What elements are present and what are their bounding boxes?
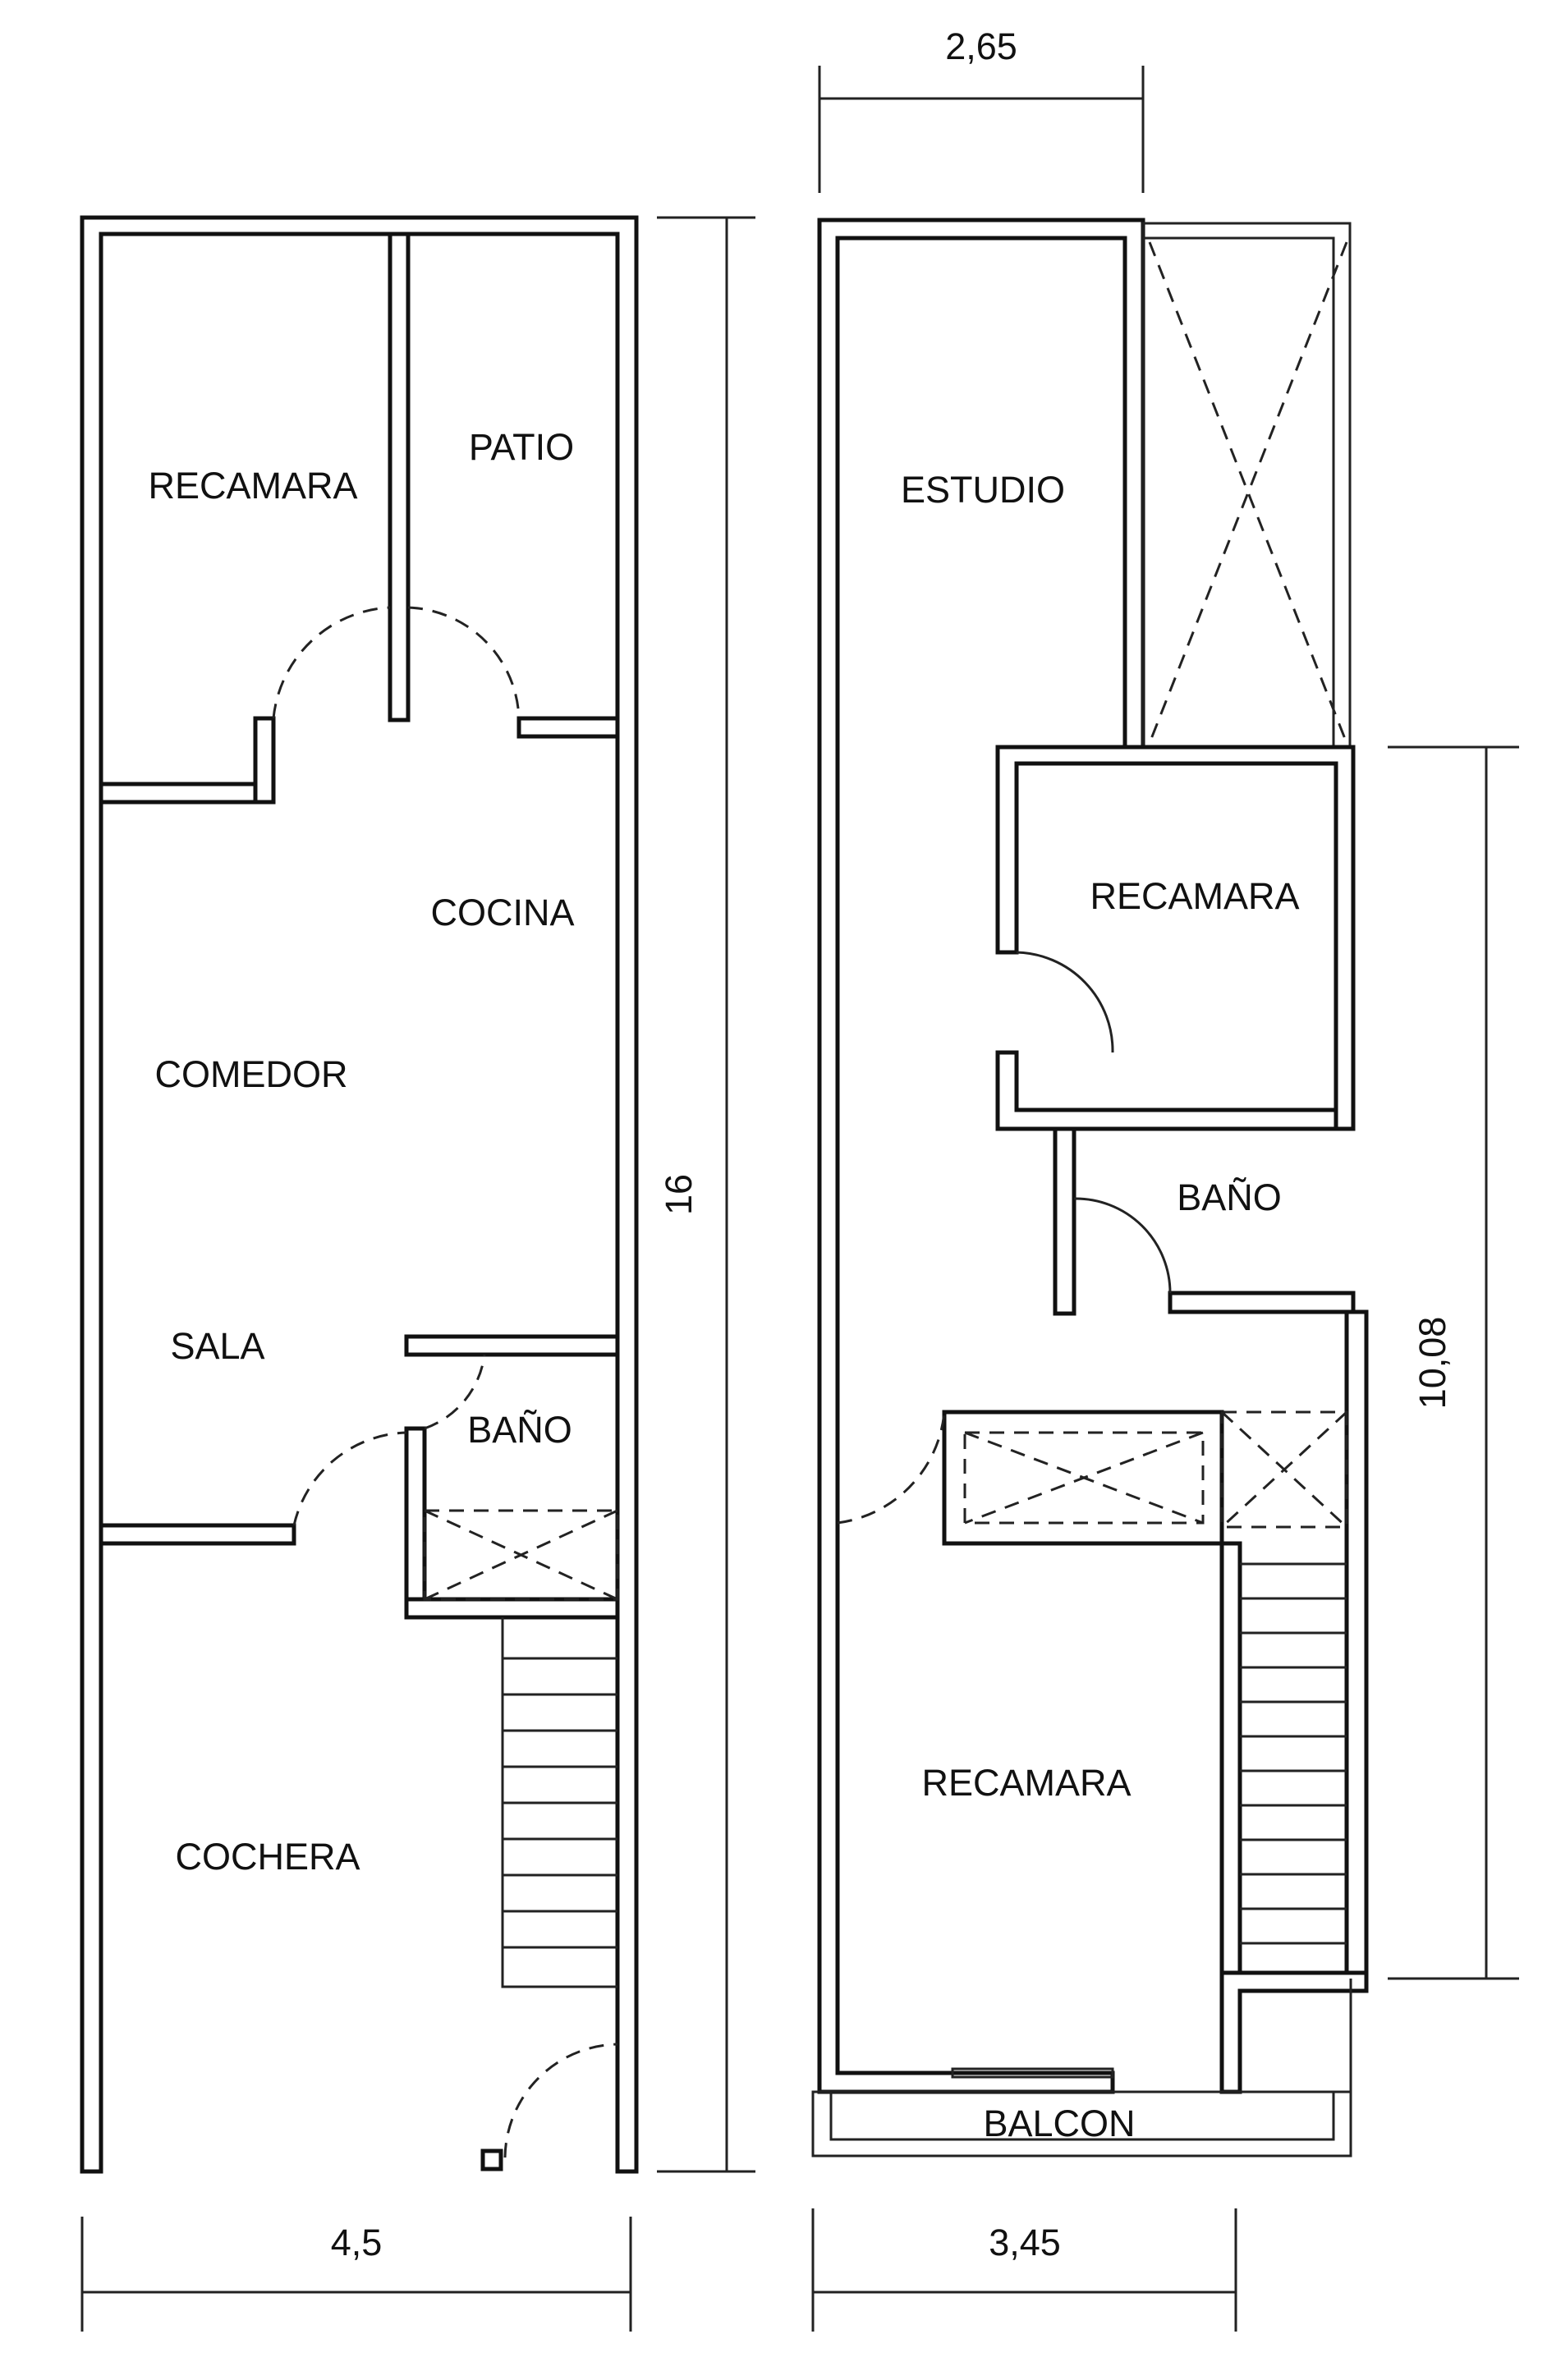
bathroom-bottom-wall — [404, 1597, 620, 1620]
ground-cochera-label: COCHERA — [175, 1836, 360, 1878]
ground-stair-void-cross — [424, 1509, 618, 1601]
upper-bedroom-wall — [995, 745, 1356, 1131]
upper-right-wall — [1344, 1309, 1369, 1981]
ground-recamara-label: RECAMARA — [148, 465, 357, 507]
upper-staircase — [1240, 1562, 1347, 1945]
upper-top-width-label: 2,65 — [945, 25, 1017, 67]
ground-width-label: 4,5 — [331, 2222, 383, 2263]
upper-length-label: 10,08 — [1412, 1317, 1453, 1410]
upper-lower-bedroom-door-swing — [837, 1411, 946, 1525]
upper-length-dimension: 10,08 — [1388, 745, 1519, 1980]
upper-stair-void-cross — [964, 1431, 1204, 1525]
ground-floor-plan: RECAMARA PATIO COCINA COMEDOR SALA BAÑO … — [80, 215, 755, 2332]
upper-light-well-cross — [1148, 241, 1348, 744]
bathroom-left-wall — [404, 1426, 427, 1620]
bedroom-door-jamb — [253, 716, 276, 805]
upper-top-width-dimension: 2,65 — [818, 25, 1145, 193]
upper-bano-label: BAÑO — [1177, 1176, 1282, 1218]
upper-width-dimension: 3,45 — [811, 2208, 1237, 2332]
bathroom-top-wall — [404, 1334, 620, 1357]
upper-floor-plan: 2,65 — [811, 25, 1519, 2332]
upper-width-label: 3,45 — [989, 2222, 1061, 2263]
ground-comedor-label: COMEDOR — [155, 1053, 348, 1095]
upper-stair-void — [963, 1431, 1205, 1525]
upper-stair-bottom-wall — [1219, 1970, 1369, 2094]
bedroom-patio-divider-wall — [388, 232, 411, 722]
bedroom-bottom-wall — [99, 782, 276, 805]
upper-bathroom-door-swing — [1073, 1197, 1172, 1294]
bedroom-door-swing — [272, 606, 391, 719]
upper-estudio-label: ESTUDIO — [901, 469, 1065, 511]
ground-length-label: 16 — [658, 1174, 700, 1215]
ground-bano-label: BAÑO — [467, 1409, 572, 1451]
ground-floor-outer-wall — [80, 215, 639, 2174]
entry-door-swing — [503, 2043, 618, 2158]
upper-balcon-label: BALCON — [983, 2103, 1135, 2144]
upper-recamara-2-label: RECAMARA — [921, 1762, 1131, 1804]
sala-door-swing — [292, 1431, 407, 1526]
ground-patio-label: PATIO — [469, 426, 574, 468]
patio-door-swing — [407, 606, 521, 719]
ground-length-dimension: 16 — [657, 216, 755, 2173]
ground-stair-void — [423, 1509, 619, 1601]
patio-bottom-wall — [516, 716, 620, 739]
entry-column — [480, 2148, 503, 2171]
balcony-window — [951, 2067, 1114, 2079]
ground-width-dimension: 4,5 — [80, 2217, 632, 2332]
upper-bedroom-door-swing — [1016, 951, 1114, 1053]
upper-stair-left-wall — [1219, 1541, 1242, 1993]
ground-staircase — [501, 1617, 617, 1988]
sala-cochera-wall — [99, 1523, 296, 1546]
upper-light-well — [1141, 222, 1352, 749]
upper-bathroom-wall — [1053, 1126, 1076, 1316]
ground-cocina-label: COCINA — [430, 892, 574, 933]
ground-sala-label: SALA — [170, 1325, 264, 1367]
upper-recamara-1-label: RECAMARA — [1090, 875, 1299, 917]
upper-floor-outer-wall — [817, 218, 1145, 2094]
bathroom-door-swing — [424, 1354, 486, 1430]
